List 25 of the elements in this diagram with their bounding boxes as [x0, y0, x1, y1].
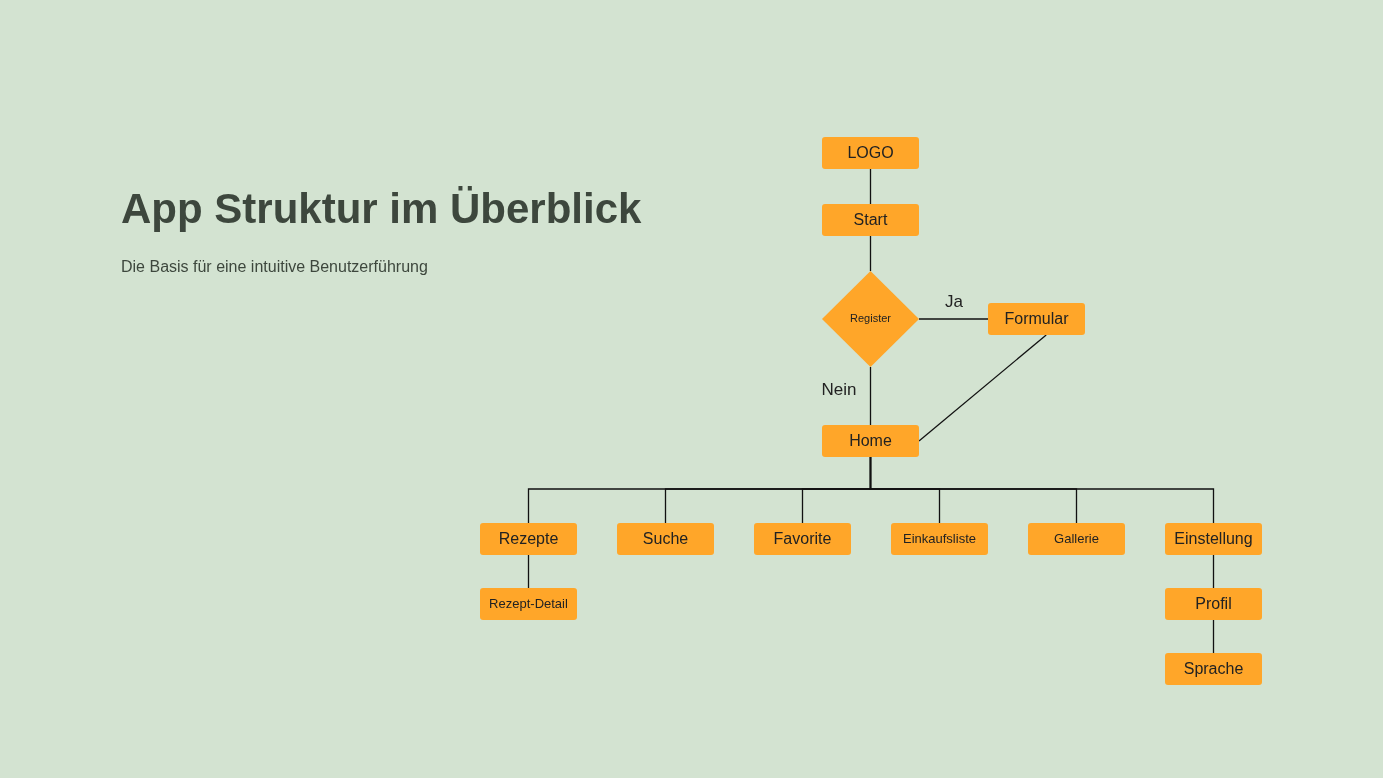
process-box: Favorite: [754, 523, 851, 555]
connector-line: [1212, 554, 1215, 589]
process-box: Einstellung: [1165, 523, 1262, 555]
connector-line: [527, 554, 530, 589]
connector-line: [1212, 619, 1215, 654]
process-box: Home: [822, 425, 919, 457]
process-box: Rezept-Detail: [480, 588, 577, 620]
process-box: Gallerie: [1028, 523, 1125, 555]
title: App Struktur im Überblick: [121, 184, 642, 234]
connector-line: [869, 235, 872, 272]
process-box: Start: [822, 204, 919, 236]
process-box: Einkaufsliste: [891, 523, 988, 555]
process-box: Sprache: [1165, 653, 1262, 685]
process-box: Profil: [1165, 588, 1262, 620]
connector-line: [918, 318, 989, 320]
connector-line: [918, 334, 1047, 442]
subtitle: Die Basis für eine intuitive Benutzerführung: [121, 257, 428, 277]
process-box: Rezepte: [480, 523, 577, 555]
connector-line: [869, 168, 872, 205]
process-box: Formular: [988, 303, 1085, 335]
connector-line: [869, 456, 1215, 524]
process-box: LOGO: [822, 137, 919, 169]
decision-diamond: Register: [822, 271, 919, 367]
process-box: Suche: [617, 523, 714, 555]
connector-line: [869, 366, 872, 426]
